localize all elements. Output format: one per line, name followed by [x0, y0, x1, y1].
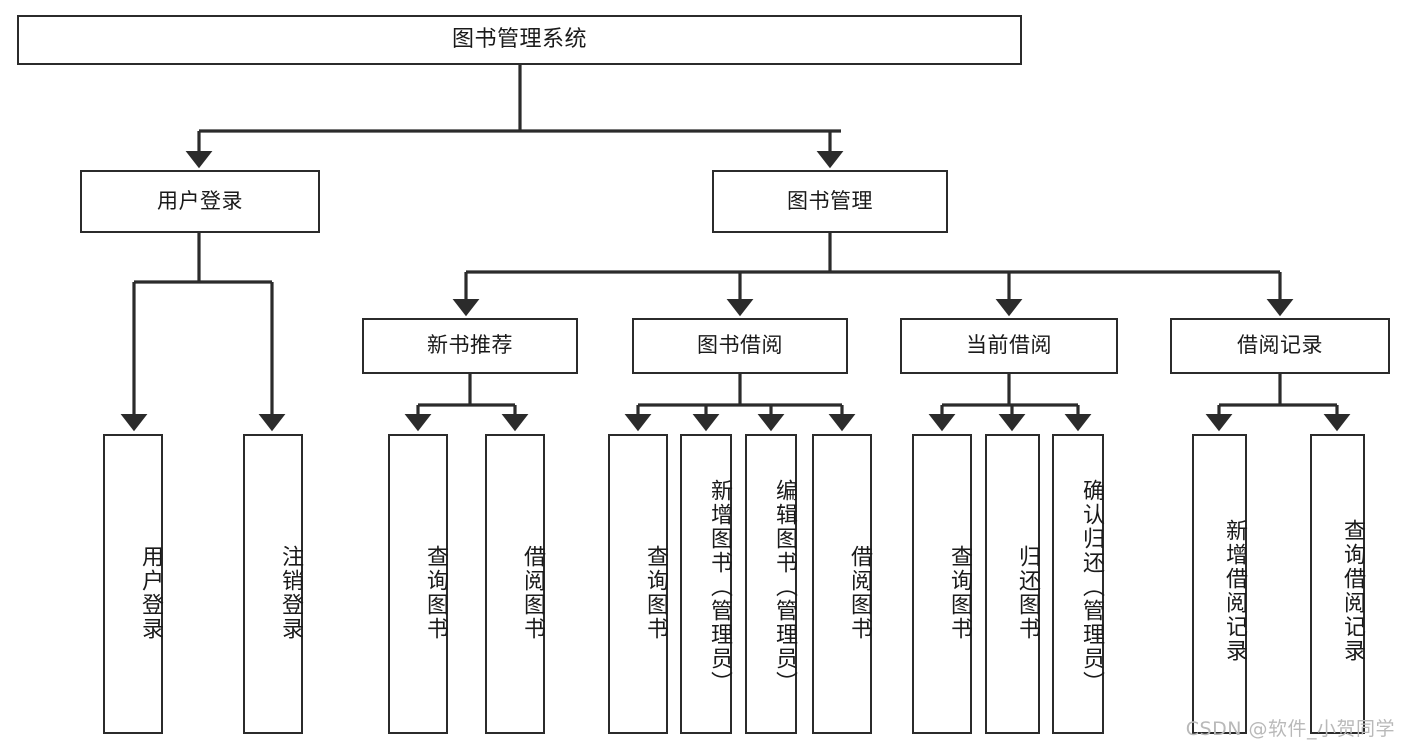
- node-new-book-recommend-label: 新书推荐: [427, 333, 513, 358]
- node-leaf-edit-book-admin[interactable]: 编辑图书（管理员）: [745, 434, 797, 734]
- node-leaf-borrow-book-label: 借阅图书: [847, 545, 872, 641]
- node-leaf-add-book-admin[interactable]: 新增图书（管理员）: [680, 434, 732, 734]
- node-leaf-query-book-rec-label: 查询图书: [423, 545, 448, 641]
- node-leaf-edit-book-admin-label: 编辑图书（管理员）: [772, 479, 797, 695]
- node-leaf-return-book-label: 归还图书: [1015, 545, 1040, 641]
- node-root[interactable]: 图书管理系统: [17, 15, 1022, 65]
- node-leaf-add-borrow-record-label: 新增借阅记录: [1222, 519, 1247, 663]
- node-leaf-query-book-borrow-label: 查询图书: [643, 545, 668, 641]
- node-leaf-borrow-book-rec[interactable]: 借阅图书: [485, 434, 545, 734]
- node-book-manage-label: 图书管理: [787, 188, 873, 213]
- node-book-borrow[interactable]: 图书借阅: [632, 318, 848, 374]
- node-leaf-add-book-admin-label: 新增图书（管理员）: [707, 479, 732, 695]
- node-leaf-user-login[interactable]: 用户登录: [103, 434, 163, 734]
- node-leaf-confirm-return-admin[interactable]: 确认归还（管理员）: [1052, 434, 1104, 734]
- node-user-login-label: 用户登录: [157, 188, 243, 213]
- node-leaf-add-borrow-record[interactable]: 新增借阅记录: [1192, 434, 1247, 734]
- node-book-manage[interactable]: 图书管理: [712, 170, 948, 233]
- node-current-borrow[interactable]: 当前借阅: [900, 318, 1118, 374]
- node-root-label: 图书管理系统: [451, 26, 587, 52]
- node-leaf-user-logout-label: 注销登录: [278, 545, 303, 641]
- node-leaf-borrow-book-rec-label: 借阅图书: [520, 545, 545, 641]
- node-leaf-query-book-cur[interactable]: 查询图书: [912, 434, 972, 734]
- node-current-borrow-label: 当前借阅: [966, 333, 1052, 358]
- node-borrow-record-label: 借阅记录: [1237, 333, 1323, 358]
- node-leaf-query-borrow-record-label: 查询借阅记录: [1340, 519, 1365, 663]
- node-leaf-query-book-rec[interactable]: 查询图书: [388, 434, 448, 734]
- node-leaf-user-login-label: 用户登录: [138, 545, 163, 641]
- node-borrow-record[interactable]: 借阅记录: [1170, 318, 1390, 374]
- node-leaf-query-borrow-record[interactable]: 查询借阅记录: [1310, 434, 1365, 734]
- node-new-book-recommend[interactable]: 新书推荐: [362, 318, 578, 374]
- watermark: CSDN @软件_小贺同学: [1185, 718, 1395, 740]
- node-leaf-confirm-return-admin-label: 确认归还（管理员）: [1079, 479, 1104, 695]
- node-leaf-user-logout[interactable]: 注销登录: [243, 434, 303, 734]
- node-leaf-query-book-borrow[interactable]: 查询图书: [608, 434, 668, 734]
- node-leaf-query-book-cur-label: 查询图书: [947, 545, 972, 641]
- node-user-login[interactable]: 用户登录: [80, 170, 320, 233]
- node-leaf-return-book[interactable]: 归还图书: [985, 434, 1040, 734]
- node-book-borrow-label: 图书借阅: [697, 333, 783, 358]
- node-leaf-borrow-book[interactable]: 借阅图书: [812, 434, 872, 734]
